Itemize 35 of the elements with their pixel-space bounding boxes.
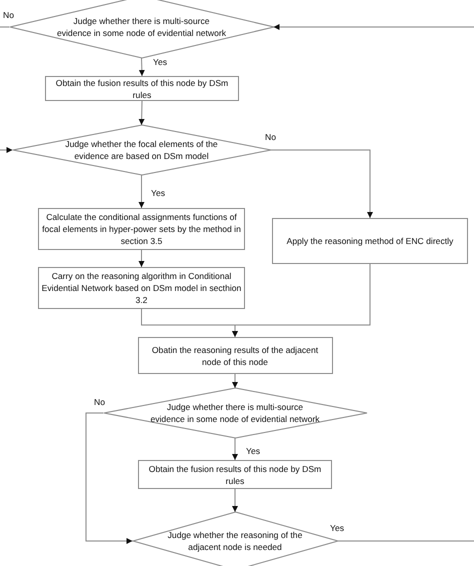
edge-label: Yes (329, 523, 346, 534)
process-text: Obtain the fusion results of this node by DSm rules (148, 462, 322, 486)
edge-label: No (2, 10, 15, 21)
process-text: Obtain the fusion results of this node by DSm rules (54, 76, 230, 100)
edge-label: Yes (245, 446, 262, 457)
process-text: Apply the reasoning method of ENC directly (286, 235, 454, 247)
arrow (86, 412, 133, 544)
decision-diamond (104, 388, 366, 438)
edge-label: Yes (150, 188, 166, 199)
arrow (138, 174, 144, 208)
arrow (270, 150, 373, 218)
arrow (138, 100, 145, 126)
process-box (138, 337, 332, 374)
arrow (138, 250, 144, 268)
process-text: Obatin the reasoning results of the adjacent node of this node (150, 344, 320, 368)
arrow (273, 24, 474, 30)
process-box (272, 218, 468, 264)
process-text: Calculate the conditional assignments functions of focal elements in hyper-power sets by the method in section 3.5 (42, 211, 242, 247)
process-text: Carry on the reasoning algorithm in Conditional Evidential Network based on DSm model in secthion 3.2 (42, 270, 242, 306)
arrow (232, 488, 238, 512)
edge-label: No (264, 132, 277, 143)
arrow (232, 264, 370, 338)
decision-text: Judge whether there is multi-source evidence in some node of evidential network (150, 401, 320, 425)
arrow (232, 374, 238, 388)
connector-line (337, 540, 474, 542)
edge-label: No (93, 397, 106, 408)
decision-text: Judge whether the reasoning of the adjacent node is needed (166, 529, 304, 553)
connector-line (0, 26, 10, 28)
decision-text: Judge whether the focal elements of the evidence are based on DSm model (64, 138, 219, 162)
arrow (232, 438, 238, 460)
process-box (138, 460, 332, 489)
arrow (0, 147, 13, 153)
arrow (138, 58, 145, 76)
edge-label: Yes (152, 57, 168, 68)
decision-text: Judge whether there is multi-source evidence in some node of evidential network (56, 15, 226, 39)
